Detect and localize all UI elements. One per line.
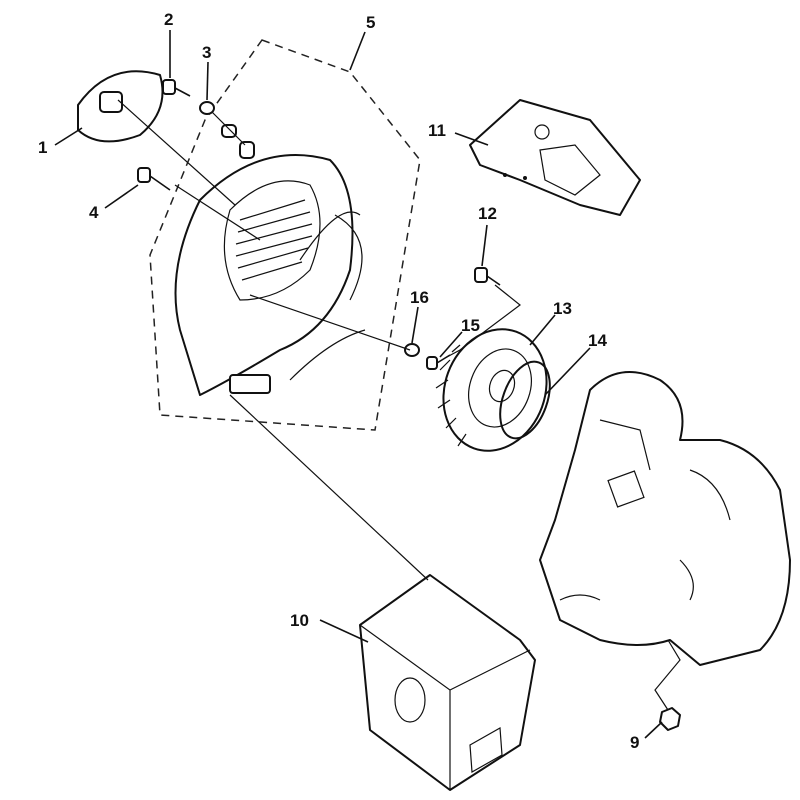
callout-5: 5 [366, 13, 375, 32]
callout-16: 16 [410, 288, 429, 307]
part-1-pulley-plate [77, 70, 164, 143]
part-bushing [239, 141, 255, 159]
callout-10: 10 [290, 611, 309, 630]
callout-15: 15 [461, 316, 480, 335]
callout-9: 9 [630, 733, 639, 752]
assembly-group-outline [149, 39, 421, 431]
callout-4: 4 [89, 203, 99, 222]
fan-housing [174, 154, 366, 396]
callout-12: 12 [478, 204, 497, 223]
callout-13: 13 [553, 299, 572, 318]
part-9-nut [659, 707, 681, 731]
callout-11: 11 [428, 121, 446, 140]
leader-lines [54, 30, 663, 739]
alignment-lines [117, 99, 681, 711]
part-10-cylinder-shroud [359, 574, 536, 791]
part-2-bolt [162, 79, 191, 97]
part-14-o-ring [499, 360, 551, 440]
callout-14: 14 [588, 331, 607, 350]
part-3-washer [199, 101, 215, 115]
callout-1: 1 [38, 138, 47, 157]
part-spacer [221, 124, 237, 138]
part-4-screw [137, 167, 171, 191]
engine-block [539, 371, 791, 666]
part-16-washer [404, 343, 420, 357]
part-12-screw [474, 267, 501, 286]
part-13-flywheel [435, 328, 548, 452]
part-15-screw [426, 354, 451, 370]
callout-3: 3 [202, 43, 211, 62]
callout-2: 2 [164, 10, 173, 29]
part-11-gasket [469, 99, 641, 216]
